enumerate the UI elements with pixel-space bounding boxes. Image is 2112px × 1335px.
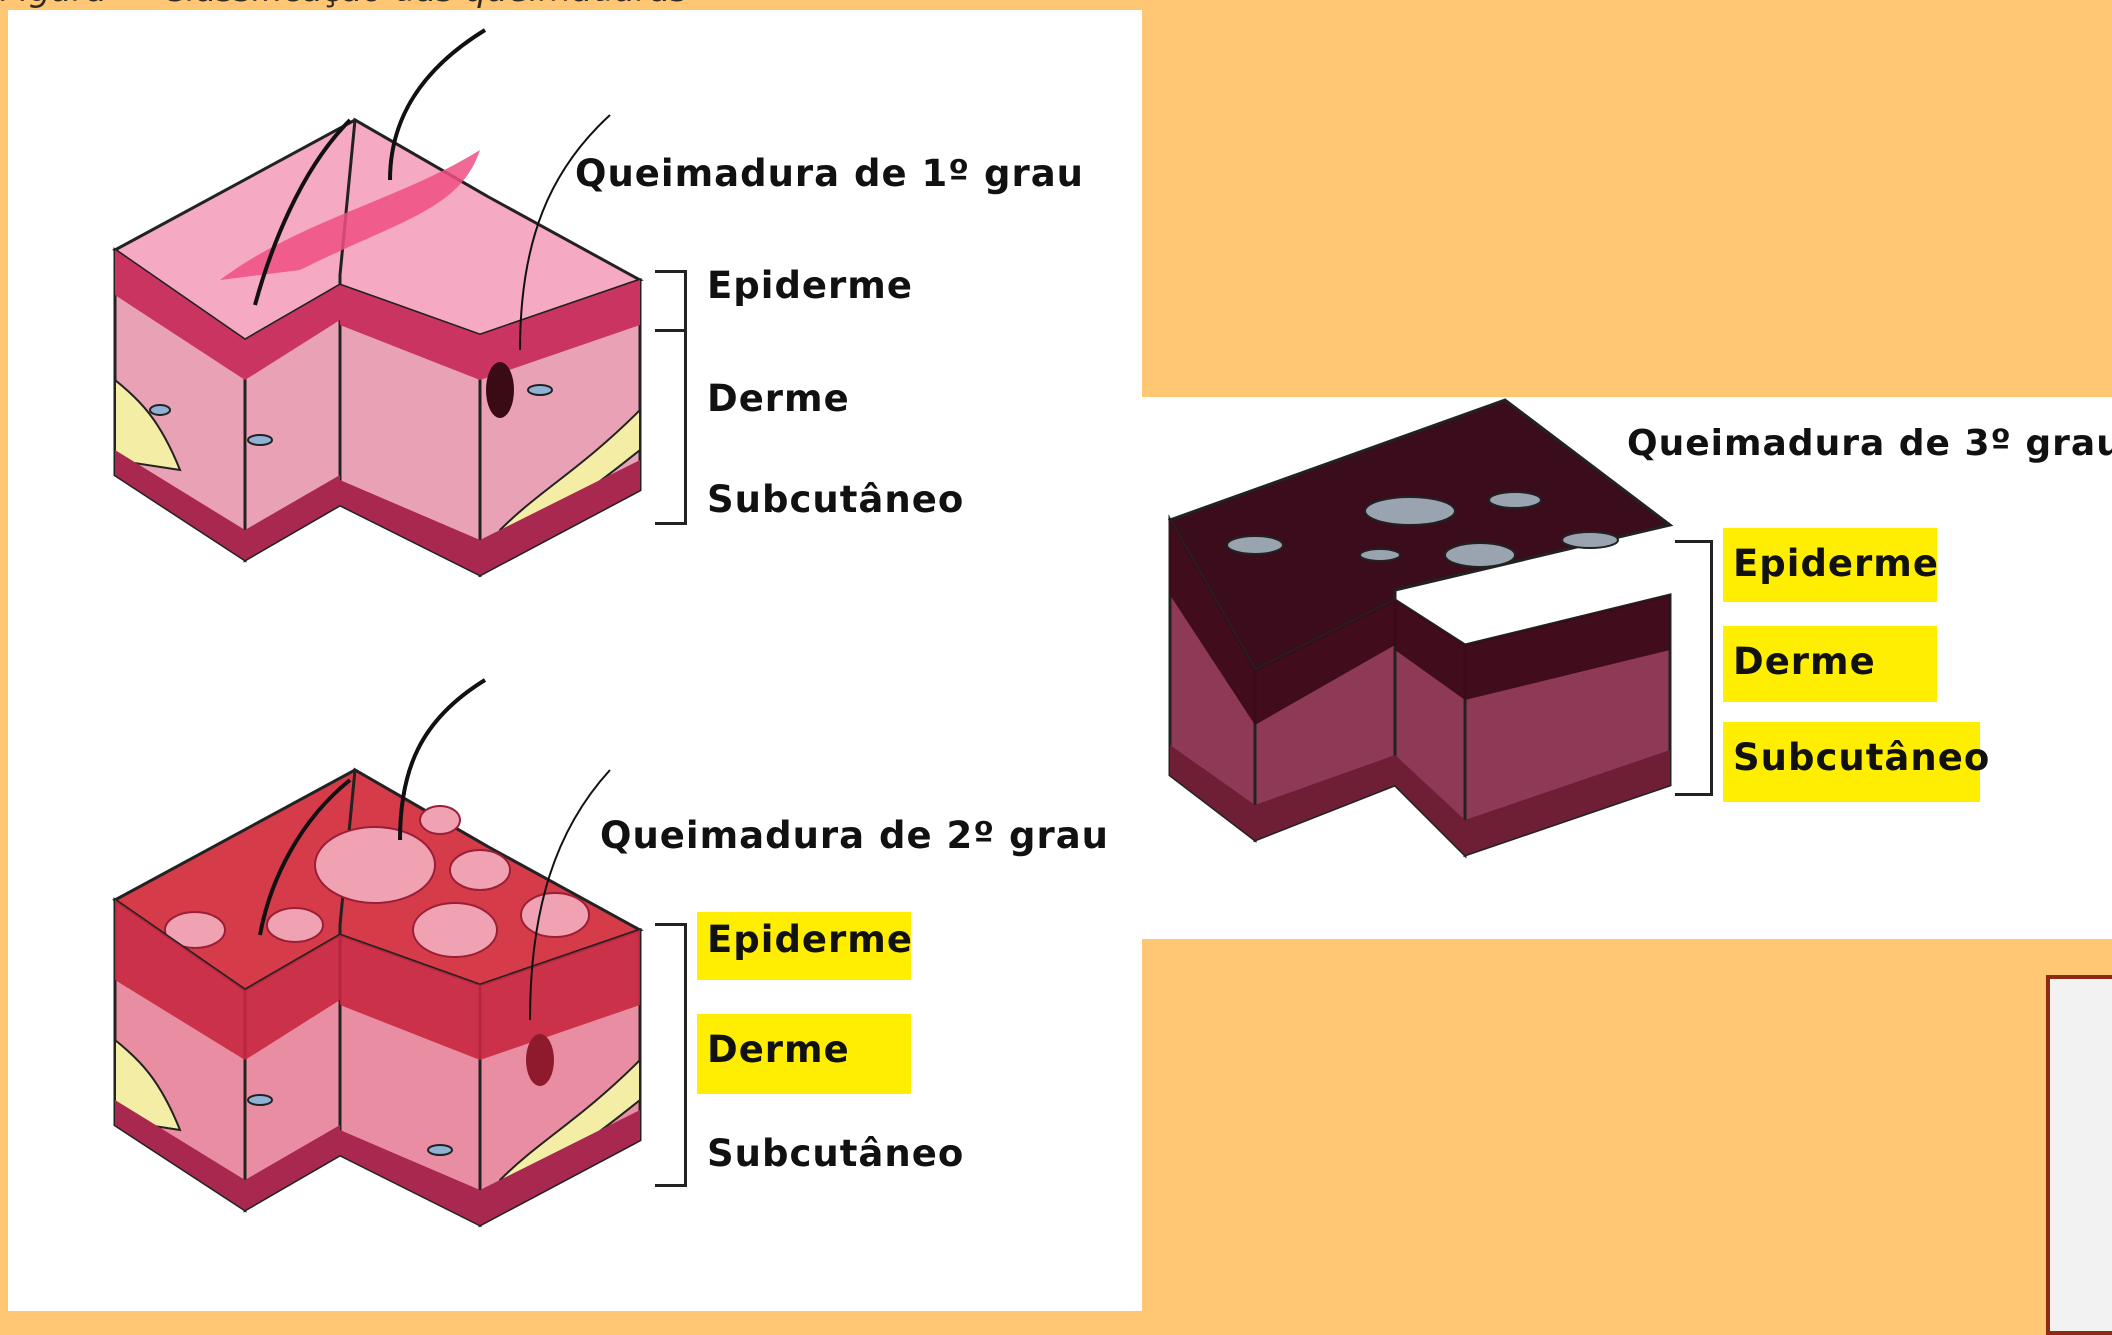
layer-derme: Derme [1723,626,1937,702]
diagram-title: Queimadura de 2º grau [600,814,1110,857]
corner-frame [2046,975,2112,1335]
diagram-title: Queimadura de 3º grau [1627,423,2112,464]
layer-epiderme: Epiderme [697,912,912,980]
layer-epiderme: Epiderme [697,258,912,318]
figure-caption: Figura — Classificação das queimaduras [0,0,1130,10]
skin-block-2nd-degree [100,660,660,1280]
skin-block-3rd-degree [1160,395,1680,895]
layer-bracket [1675,540,1713,796]
layer-epiderme: Epiderme [1723,528,1938,602]
layer-subcutaneo: Subcutâneo [707,478,965,521]
layer-derme: Derme [707,377,850,420]
skin-block-1st-degree [100,20,660,620]
diagram-title: Queimadura de 1º grau [575,152,1085,195]
layer-subcutaneo: Subcutâneo [707,1132,965,1175]
layer-subcutaneo: Subcutâneo [1723,722,1989,802]
layer-derme: Derme [697,1014,911,1094]
layer-bracket [655,923,687,1187]
